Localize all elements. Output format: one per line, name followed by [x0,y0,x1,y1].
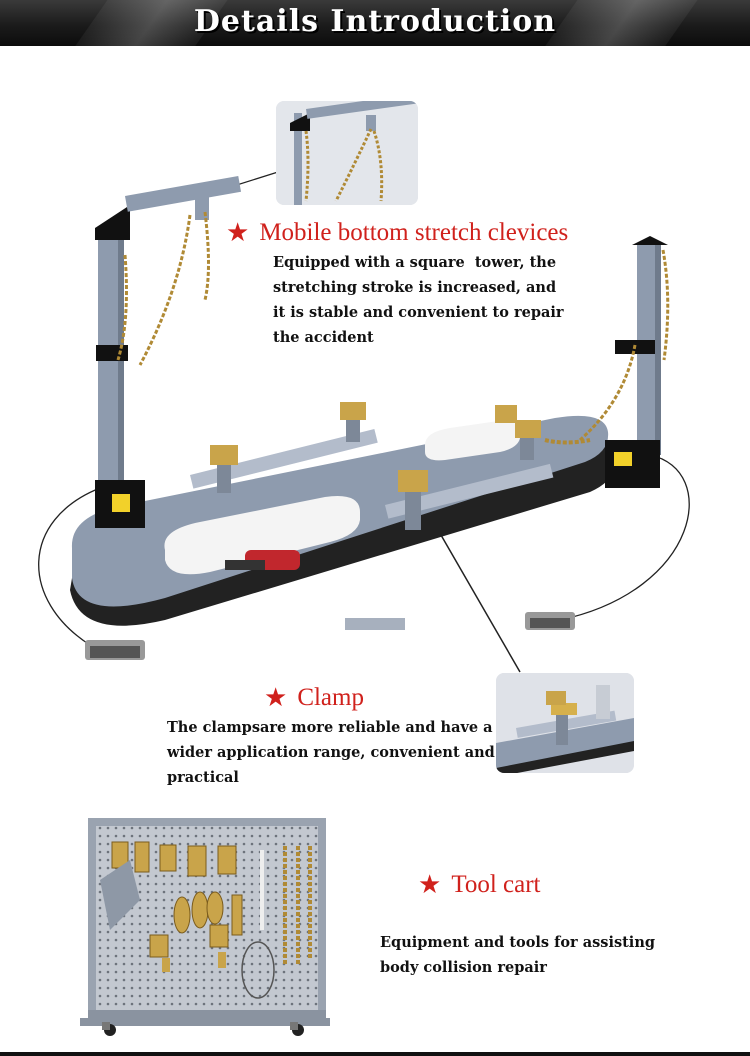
bottom-divider [0,1052,750,1056]
page-title: Details Introduction [193,4,557,39]
description-line: wider application range, convenient and [167,744,495,761]
section-heading-tool-cart: ★ Tool cart [418,870,541,900]
star-icon: ★ [264,683,288,713]
star-icon: ★ [418,870,442,900]
clamp-detail-image [496,673,634,773]
description-line: it is stable and convenient to repair [273,304,564,321]
section-heading-clamp: ★ Clamp [264,683,364,713]
section-description-tool-cart: Equipment and tools for assisting body c… [380,930,710,980]
heading-text: Tool cart [451,871,541,898]
description-line: the accident [273,329,374,346]
heading-text: Clamp [297,684,364,711]
description-line: stretching stroke is increased, and [273,279,557,296]
description-line: The clampsare more reliable and have a [167,719,493,736]
heading-text: Mobile bottom stretch clevices [259,219,569,246]
star-icon: ★ [226,218,250,248]
section-description-clamp: The clampsare more reliable and have a w… [167,715,497,790]
description-line: practical [167,769,239,786]
tower-detail-image [276,101,418,205]
header-banner: Details Introduction [0,0,750,46]
description-line: Equipped with a square tower, the [273,254,557,271]
section-heading-stretch-clevices: ★ Mobile bottom stretch clevices [226,218,568,248]
section-description-stretch-clevices: Equipped with a square tower, the stretc… [273,250,593,350]
car-bench-frame-machine-image [38,171,690,673]
description-line: body collision repair [380,959,547,976]
description-line: Equipment and tools for assisting [380,934,655,951]
